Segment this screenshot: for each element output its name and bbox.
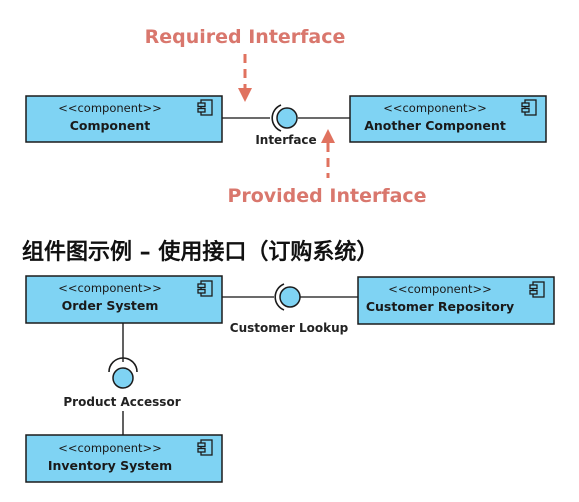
provided-interface-annotation: Provided Interface [227, 185, 426, 207]
product-accessor-label: Product Accessor [63, 395, 180, 409]
inventory-system-name: Inventory System [48, 458, 172, 473]
order-system-name: Order System [62, 298, 159, 313]
order-system-stereotype: <<component>> [58, 281, 162, 295]
provided-interface-arrow-head [321, 129, 335, 143]
interface-label: Interface [255, 133, 316, 147]
required-interface-annotation: Required Interface [145, 26, 346, 48]
interface-ball [276, 107, 298, 129]
customer-lookup-label: Customer Lookup [230, 321, 349, 335]
component-stereotype: <<component>> [58, 101, 162, 115]
customer-lookup-socket [274, 283, 285, 311]
product-accessor-socket [108, 357, 138, 373]
component-box[interactable]: <<component>> Component [25, 95, 223, 143]
required-interface-arrow-head [238, 88, 252, 102]
product-accessor-ball [112, 367, 134, 389]
customer-lookup-ball [279, 286, 301, 308]
interface-socket [271, 104, 282, 132]
customer-repository-box[interactable]: <<component>> Customer Repository [357, 276, 555, 325]
another-component-box[interactable]: <<component>> Another Component [349, 95, 547, 143]
another-component-name: Another Component [364, 118, 506, 133]
inventory-system-box[interactable]: <<component>> Inventory System [25, 434, 223, 483]
component-name: Component [70, 118, 151, 133]
inventory-system-stereotype: <<component>> [58, 441, 162, 455]
customer-repository-name: Customer Repository [366, 299, 514, 314]
another-component-stereotype: <<component>> [383, 101, 487, 115]
order-system-box[interactable]: <<component>> Order System [25, 275, 223, 324]
customer-repository-stereotype: <<component>> [388, 282, 492, 296]
section-title: 组件图示例 – 使用接口（订购系统） [22, 240, 379, 265]
